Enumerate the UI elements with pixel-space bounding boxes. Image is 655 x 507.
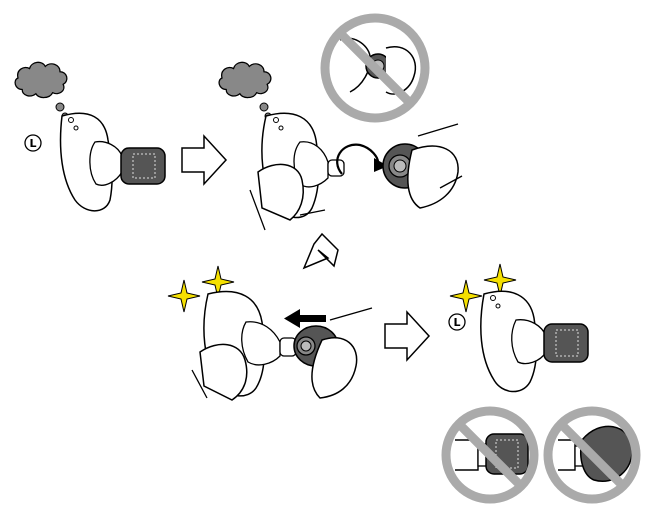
svg-text:L: L (453, 316, 460, 329)
prohibited-pull-icon (325, 18, 425, 118)
arrow-right-icon (385, 312, 429, 360)
arrow-down-left-icon (304, 234, 338, 268)
earbud-body (481, 291, 546, 391)
push-arrow-icon (284, 309, 326, 328)
earbud-body (61, 113, 122, 211)
hand-holding-earbud (192, 344, 247, 400)
dirty-ear-tip (121, 148, 165, 184)
ear-tip (544, 324, 588, 362)
step-3-panel (168, 266, 372, 400)
left-side-marker: L (25, 135, 41, 151)
rotate-arrow-icon (337, 145, 388, 174)
dirt-cloud-icon (219, 62, 271, 119)
prohibited-tip-misaligned-icon (548, 411, 636, 499)
prohibited-tip-loose-icon (446, 411, 534, 499)
dirt-cloud-icon (15, 62, 68, 119)
svg-text:L: L (29, 137, 36, 150)
step-4-panel: L (449, 264, 588, 392)
step-1-panel: L (15, 62, 165, 211)
arrow-right-icon (182, 136, 226, 184)
left-side-marker: L (449, 314, 465, 330)
hand-holding-tip (408, 124, 462, 208)
